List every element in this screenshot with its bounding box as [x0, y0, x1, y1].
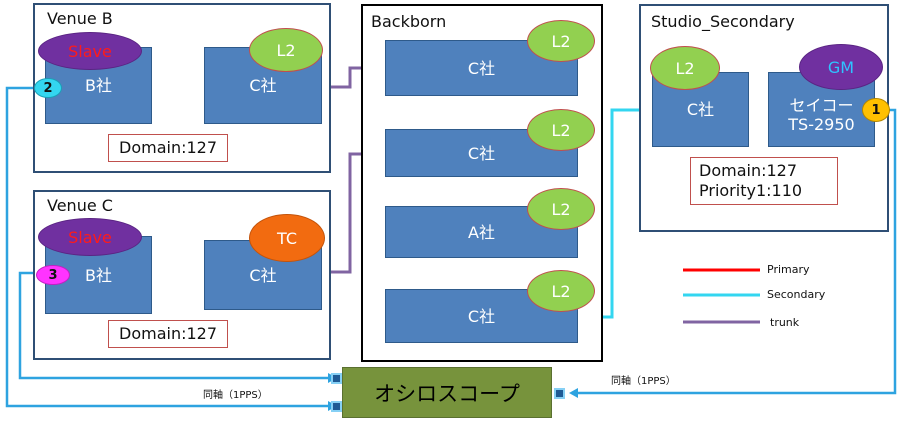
backbone-l2-badge-3: L2	[527, 188, 595, 230]
venue-c-tc-badge: TC	[249, 214, 325, 262]
oscilloscope-port-bottom-left	[331, 401, 342, 412]
studio-priority: Priority1:110	[699, 181, 803, 200]
backbone-node-3[interactable]: A社	[385, 206, 578, 258]
venue-b-l2-badge: L2	[249, 28, 323, 72]
coax-label-right: 同軸（1PPS）	[611, 376, 676, 387]
oscilloscope[interactable]: オシロスコープ	[342, 367, 552, 418]
studio-title: Studio_Secondary	[651, 12, 795, 31]
venue-b-port-badge: 2	[34, 78, 62, 98]
backbone-l2-badge-1: L2	[527, 20, 595, 62]
coax-label-left: 同軸（1PPS）	[203, 390, 268, 401]
studio-domain: Domain:127	[699, 161, 798, 180]
studio-port-badge: 1	[862, 98, 890, 122]
coax-cable-studio	[578, 108, 897, 395]
legend-primary-label: Primary	[767, 263, 810, 276]
backbone-node-1[interactable]: C社	[385, 40, 578, 96]
studio-l2-badge: L2	[650, 46, 720, 90]
studio-domain-box: Domain:127 Priority1:110	[690, 157, 838, 205]
studio-gm-badge: GM	[799, 44, 883, 90]
backbone-node-4[interactable]: C社	[385, 289, 578, 343]
venue-c-slave-badge: Slave	[38, 218, 142, 256]
coax-cable-venue-c	[18, 271, 328, 380]
backbone-l2-badge-4: L2	[527, 270, 595, 312]
venue-b-title: Venue B	[47, 9, 113, 28]
venue-b-slave-badge: Slave	[38, 32, 142, 70]
oscilloscope-port-right	[554, 388, 565, 399]
backbone-title: Backborn	[371, 12, 447, 31]
venue-b-domain: Domain:127	[108, 134, 229, 162]
legend-secondary-label: Secondary	[767, 288, 826, 301]
venue-c-port-badge: 3	[36, 265, 70, 285]
venue-c-title: Venue C	[47, 196, 113, 215]
backbone-l2-badge-2: L2	[527, 109, 595, 151]
oscilloscope-label: オシロスコープ	[374, 381, 520, 406]
coax-cable-venue-b	[5, 86, 328, 408]
legend-trunk-label: trunk	[770, 316, 800, 329]
venue-c-domain: Domain:127	[108, 320, 229, 348]
oscilloscope-port-top-left	[331, 373, 342, 384]
